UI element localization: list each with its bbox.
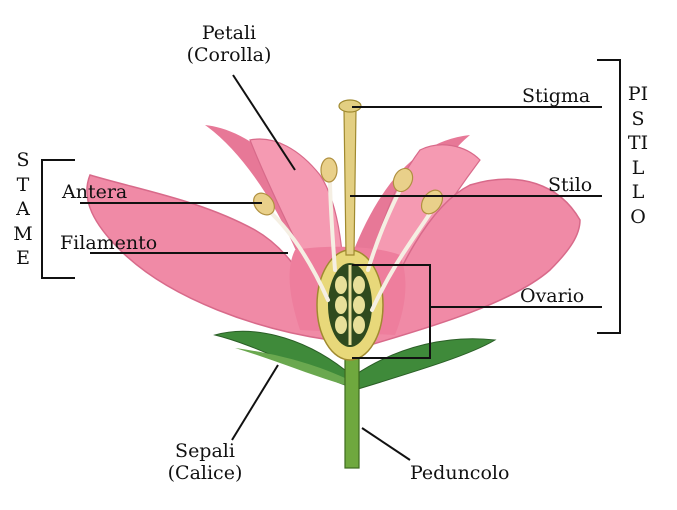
label-stilo: Stilo: [548, 174, 593, 196]
label-ovario: Ovario: [520, 285, 585, 307]
stem: [344, 349, 360, 469]
leader-lines: [80, 74, 602, 461]
stame-bracket: [41, 159, 75, 279]
label-petali-line2: (Corolla): [186, 44, 272, 66]
label-petali-line1: Petali: [201, 22, 257, 44]
style: [343, 109, 357, 256]
label-antera: Antera: [62, 181, 128, 203]
label-sepali: Sepali (Calice): [150, 440, 260, 484]
label-petali: Petali (Corolla): [168, 22, 290, 66]
filaments: [266, 176, 434, 312]
label-sepali-line1: Sepali: [175, 440, 235, 462]
label-sepali-line2: (Calice): [167, 462, 243, 484]
group-label-stame: STAME: [13, 149, 33, 269]
label-filamento: Filamento: [60, 232, 158, 254]
ovules: [335, 276, 365, 334]
sepal-right: [354, 338, 497, 391]
label-stigma: Stigma: [522, 85, 591, 107]
sepal-left-light: [235, 348, 345, 385]
pistillo-bracket: [597, 59, 621, 334]
petal-right: [368, 178, 581, 347]
label-peduncolo: Peduncolo: [410, 462, 510, 484]
group-label-pistillo: PISTILLO: [627, 83, 649, 228]
petal-left: [86, 174, 332, 341]
